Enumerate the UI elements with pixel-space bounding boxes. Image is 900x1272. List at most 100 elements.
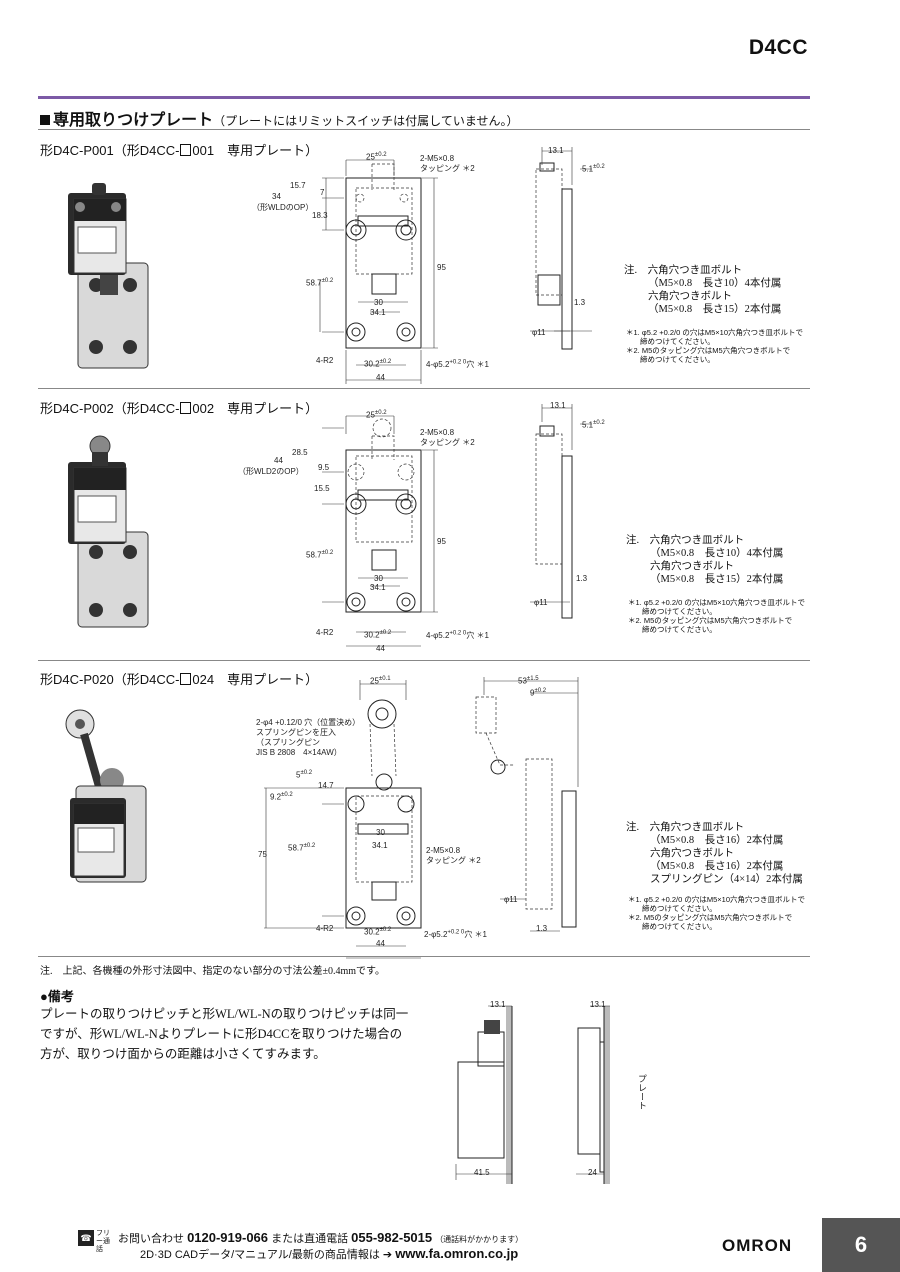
side-thickness: 1.3 [574, 298, 586, 307]
side-thickness: 1.3 [536, 924, 548, 933]
dim-r: 4-R2 [316, 628, 334, 637]
plate-2-star-notes: ＊1. φ5.2 +0.2/0 の穴はM5×10六角穴つき皿ボルトで 締めつけて… [628, 598, 805, 634]
blank-box-icon [180, 402, 192, 414]
plate-2-side-view [530, 404, 592, 619]
side-offset: 9±0.2 [530, 688, 547, 698]
plate-1-notes: 注. 六角穴つき皿ボルト （M5×0.8 長さ10）4本付属 六角穴つきボルト … [624, 265, 782, 315]
phone-2: 055-982-5015 [351, 1230, 433, 1245]
side-offset: 5.1±0.2 [582, 420, 605, 430]
dim-a: 28.5 [292, 448, 308, 457]
side-phi: φ11 [534, 598, 548, 607]
plate-1-photo [68, 183, 149, 369]
dim-b: 14.7 [318, 781, 334, 790]
remarks-text: プレートの取りつけピッチと形WL/WL-Nの取りつけピッチは同一ですが、形WL/… [40, 1007, 409, 1061]
plate-3-front-view [264, 680, 422, 959]
plate-label: プレート [637, 1074, 647, 1110]
dim-a: 15.7 [290, 181, 306, 190]
side-offset: 5.1±0.2 [582, 164, 605, 174]
free-dial-label: フリー通話 [96, 1230, 110, 1253]
remarks-figure [455, 1005, 610, 1184]
dim-c-note: （形WLD2のOP） [238, 467, 304, 476]
remarks-a-top: 13.1 [490, 1000, 506, 1009]
square-bullet-icon [40, 115, 50, 125]
dim-hole-pitch: 30.2±0.2 [364, 927, 392, 937]
plate-2-model: 形D4C-P002（形D4CC-002 専用プレート） [40, 401, 319, 416]
page-number: 6 [822, 1218, 900, 1272]
dim-r: 4-R2 [316, 356, 334, 365]
plate-3-photo [65, 709, 147, 883]
side-phi: φ11 [532, 328, 546, 337]
side-top: 13.1 [550, 401, 566, 410]
dim-hole-pitch: 30.2±0.2 [364, 359, 392, 369]
dim-34-1: 34.1 [372, 841, 388, 850]
dim-hole: 2-φ5.2+0.2 0穴 ＊1 [424, 929, 487, 939]
dim-34-1: 34.1 [370, 308, 386, 317]
dim-r: 4-R2 [316, 924, 334, 933]
dim-height: 95 [437, 263, 446, 272]
dim-pitch: 58.7±0.2 [288, 843, 316, 853]
dim-b: 7 [320, 188, 325, 197]
blank-box-icon [180, 144, 192, 156]
contact-line: お問い合わせ 0120-919-066 または直通電話 055-982-5015… [118, 1230, 524, 1245]
remarks-heading: ●備考 [40, 989, 74, 1004]
dim-d: 15.5 [314, 484, 330, 493]
dim-height: 95 [437, 537, 446, 546]
section-title: 専用取りつけプレート（プレートにはリミットスイッチは付属していません。） [40, 106, 518, 130]
dim-pin: 2-φ4 +0.12/0 穴（位置決め） スプリングピンを圧入 （スプリングピン… [256, 718, 361, 757]
plate-1-front-view [319, 159, 438, 384]
dim-30: 30 [374, 574, 383, 583]
divider [38, 660, 810, 661]
dim-pitch: 58.7±0.2 [306, 278, 334, 288]
dim-top-width: 25±0.2 [366, 152, 387, 162]
plate-3-side-view [475, 677, 579, 932]
header-rule [38, 96, 810, 99]
plate-1-star-notes: ＊1. φ5.2 +0.2/0 の穴はM5×10六角穴つき皿ボルトで 締めつけて… [626, 328, 803, 364]
dim-30: 30 [374, 298, 383, 307]
side-thickness: 1.3 [576, 574, 588, 583]
plate-2-front-view [322, 415, 438, 647]
side-top: 13.1 [548, 146, 564, 155]
remarks-b-top: 13.1 [590, 1000, 606, 1009]
dim-d: 18.3 [312, 211, 328, 220]
general-tolerance-note: 注. 上記、各機種の外形寸法図中、指定のない部分の寸法公差±0.4mmです。 [40, 966, 386, 977]
omron-logo: OMRON [722, 1236, 793, 1255]
dim-pitch: 58.7±0.2 [306, 550, 334, 560]
dim-top-width: 25±0.2 [366, 410, 387, 420]
plate-1-model: 形D4C-P001（形D4CC-001 専用プレート） [40, 143, 319, 158]
plate-2-notes: 注. 六角穴つき皿ボルト （M5×0.8 長さ10）4本付属 六角穴つきボルト … [626, 535, 784, 585]
dim-c: 44 [274, 456, 283, 465]
divider [38, 388, 810, 389]
section-subtitle: （プレートにはリミットスイッチは付属していません。） [213, 114, 519, 128]
plate-3-model: 形D4C-P020（形D4CC-024 専用プレート） [40, 672, 319, 687]
dim-b: 9.5 [318, 463, 330, 472]
divider [38, 956, 810, 957]
dim-width: 44 [376, 373, 385, 382]
dim-hole: 4-φ5.2+0.2 0穴 ＊1 [426, 630, 489, 640]
plate-3-star-notes: ＊1. φ5.2 +0.2/0 の穴はM5×10六角穴つき皿ボルトで 締めつけて… [628, 895, 805, 931]
dim-c: 9.2±0.2 [270, 792, 293, 802]
dim-height: 75 [258, 850, 267, 859]
dim-top-width: 25±0.1 [370, 676, 391, 686]
website-link[interactable]: www.fa.omron.co.jp [395, 1246, 519, 1261]
remarks-b-bottom: 24 [588, 1168, 597, 1177]
blank-box-icon [180, 673, 192, 685]
section-title-text: 専用取りつけプレート [53, 112, 214, 129]
dim-width: 44 [376, 939, 385, 948]
dim-hole-pitch: 30.2±0.2 [364, 630, 392, 640]
dim-a: 5±0.2 [296, 770, 313, 780]
web-line: 2D·3D CADデータ/マニュアル/最新の商品情報は ➔ www.fa.omr… [140, 1246, 519, 1261]
dim-34-1: 34.1 [370, 583, 386, 592]
dim-30: 30 [376, 828, 385, 837]
product-code: D4CC [748, 36, 808, 59]
side-top: 53±1.5 [518, 676, 539, 686]
side-phi: φ11 [504, 895, 518, 904]
remarks-a-bottom: 41.5 [474, 1168, 490, 1177]
dim-c: 34 [272, 192, 281, 201]
phone-1: 0120-919-066 [187, 1230, 269, 1245]
plate-1-side-view [530, 147, 592, 350]
plate-2-photo [68, 435, 149, 628]
dim-width: 44 [376, 644, 385, 653]
